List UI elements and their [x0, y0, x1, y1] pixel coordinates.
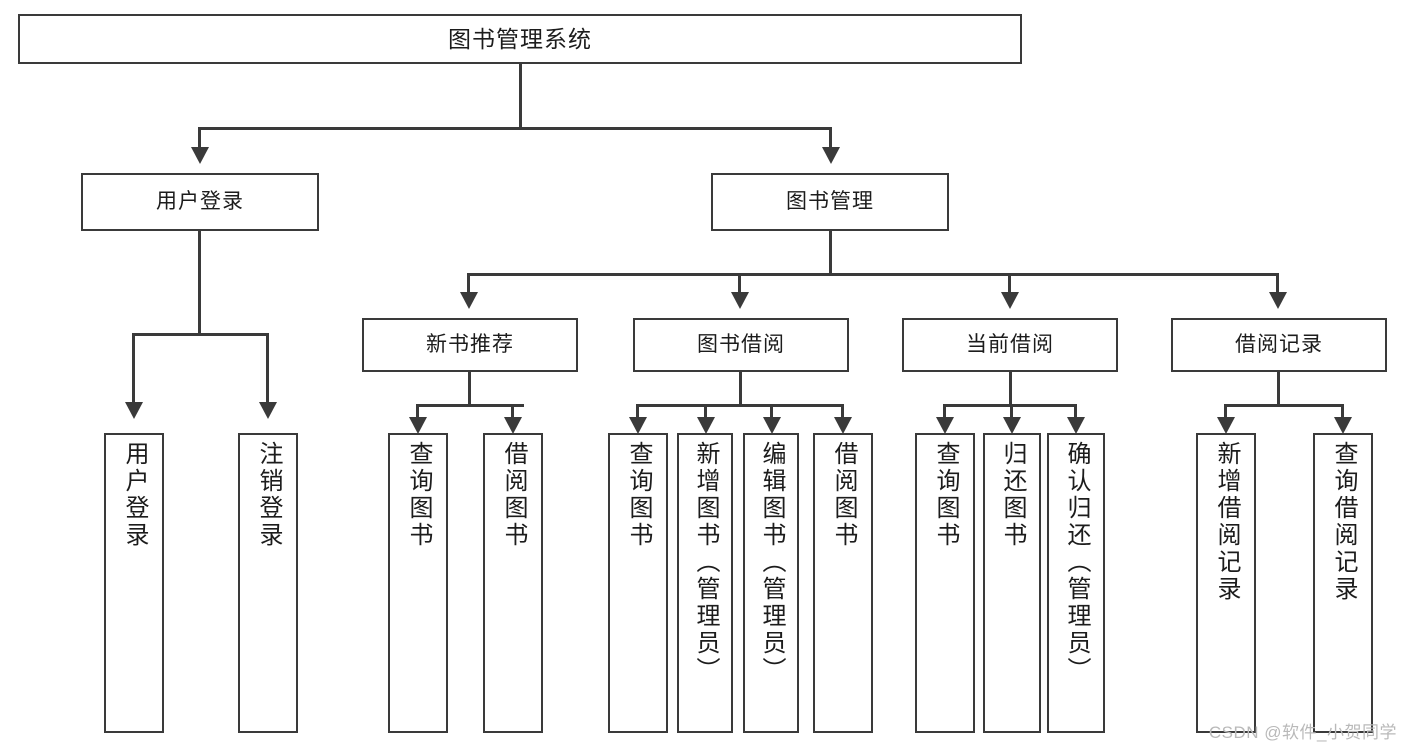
arrowhead-br-leaf1 — [1217, 417, 1235, 434]
node-label: 用户登录 — [156, 189, 244, 213]
arrowhead-leaf-user-login — [125, 402, 143, 419]
leaf-add-record[interactable]: 新增借阅记录 — [1196, 433, 1256, 733]
edge-current-borrow-stem — [1009, 372, 1012, 406]
leaf-query-book-3[interactable]: 查询图书 — [915, 433, 975, 733]
edge-user-login-bus — [132, 333, 268, 336]
edge-level2-bus — [198, 127, 832, 130]
arrowhead-new-book-rec — [460, 292, 478, 309]
leaf-edit-book-admin[interactable]: 编辑图书（管理员） — [743, 433, 799, 733]
arrowhead-current-borrow — [1001, 292, 1019, 309]
arrowhead-nbr-leaf2 — [504, 417, 522, 434]
edge-root-stem — [519, 64, 522, 129]
arrowhead-cb-leaf1 — [936, 417, 954, 434]
edge-to-leaf-user-login — [132, 333, 135, 405]
node-root-system[interactable]: 图书管理系统 — [18, 14, 1022, 64]
edge-to-leaf-logout — [266, 333, 269, 405]
arrowhead-leaf-logout — [259, 402, 277, 419]
leaf-logout[interactable]: 注销登录 — [238, 433, 298, 733]
leaf-borrow-book-2[interactable]: 借阅图书 — [813, 433, 873, 733]
edge-new-book-rec-stem — [468, 372, 471, 406]
edge-level3-bus — [467, 273, 1279, 276]
leaf-user-login[interactable]: 用户登录 — [104, 433, 164, 733]
edge-new-book-rec-bus — [416, 404, 524, 407]
arrowhead-bb-leaf3 — [763, 417, 781, 434]
arrowhead-nbr-leaf1 — [409, 417, 427, 434]
leaf-query-record[interactable]: 查询借阅记录 — [1313, 433, 1373, 733]
edge-bb-leaf1 — [636, 404, 639, 420]
leaf-query-book-2[interactable]: 查询图书 — [608, 433, 668, 733]
edge-nbr-leaf2 — [511, 404, 514, 420]
edge-cb-leaf2 — [1010, 404, 1013, 420]
edge-borrow-record-bus — [1224, 404, 1344, 407]
edge-bb-leaf3 — [770, 404, 773, 420]
node-label: 查询图书 — [931, 441, 959, 549]
node-label: 新书推荐 — [426, 332, 514, 356]
leaf-return-book[interactable]: 归还图书 — [983, 433, 1041, 733]
leaf-confirm-return-admin[interactable]: 确认归还（管理员） — [1047, 433, 1105, 733]
edge-to-book-manage — [829, 127, 832, 150]
node-label: 新增图书（管理员） — [691, 441, 719, 684]
node-book-borrow[interactable]: 图书借阅 — [633, 318, 849, 372]
arrowhead-bb-leaf1 — [629, 417, 647, 434]
edge-user-login-stem — [198, 231, 201, 335]
node-label: 新增借阅记录 — [1212, 441, 1240, 603]
node-label: 借阅图书 — [499, 441, 527, 549]
node-label: 借阅记录 — [1235, 332, 1323, 356]
edge-to-new-book-rec — [467, 273, 470, 295]
arrowhead-user-login — [191, 147, 209, 164]
leaf-query-book-1[interactable]: 查询图书 — [388, 433, 448, 733]
node-label: 图书管理系统 — [448, 25, 592, 52]
arrowhead-bb-leaf2 — [697, 417, 715, 434]
arrowhead-borrow-record — [1269, 292, 1287, 309]
edge-to-current-borrow — [1008, 273, 1011, 295]
edge-book-manage-stem — [829, 231, 832, 275]
edge-br-leaf1 — [1224, 404, 1227, 420]
node-user-login[interactable]: 用户登录 — [81, 173, 319, 231]
node-label: 确认归还（管理员） — [1062, 441, 1090, 684]
arrowhead-cb-leaf2 — [1003, 417, 1021, 434]
node-label: 查询图书 — [404, 441, 432, 549]
node-label: 查询借阅记录 — [1329, 441, 1357, 603]
node-label: 编辑图书（管理员） — [757, 441, 785, 684]
edge-book-borrow-stem — [739, 372, 742, 406]
edge-borrow-record-stem — [1277, 372, 1280, 406]
edge-to-user-login — [198, 127, 201, 150]
node-borrow-record[interactable]: 借阅记录 — [1171, 318, 1387, 372]
node-label: 当前借阅 — [966, 332, 1054, 356]
node-book-manage[interactable]: 图书管理 — [711, 173, 949, 231]
node-label: 借阅图书 — [829, 441, 857, 549]
node-label: 注销登录 — [254, 441, 282, 549]
node-label: 查询图书 — [624, 441, 652, 549]
arrowhead-book-borrow — [731, 292, 749, 309]
arrowhead-bb-leaf4 — [834, 417, 852, 434]
arrowhead-cb-leaf3 — [1067, 417, 1085, 434]
edge-to-book-borrow — [738, 273, 741, 295]
node-current-borrow[interactable]: 当前借阅 — [902, 318, 1118, 372]
node-label: 用户登录 — [120, 441, 148, 549]
node-label: 图书借阅 — [697, 332, 785, 356]
arrowhead-book-manage — [822, 147, 840, 164]
edge-bb-leaf4 — [841, 404, 844, 420]
edge-cb-leaf1 — [943, 404, 946, 420]
edge-book-borrow-bus — [636, 404, 844, 407]
leaf-add-book-admin[interactable]: 新增图书（管理员） — [677, 433, 733, 733]
edge-nbr-leaf1 — [416, 404, 419, 420]
node-new-book-rec[interactable]: 新书推荐 — [362, 318, 578, 372]
node-label: 图书管理 — [786, 189, 874, 213]
edge-bb-leaf2 — [704, 404, 707, 420]
leaf-borrow-book-1[interactable]: 借阅图书 — [483, 433, 543, 733]
edge-cb-leaf3 — [1074, 404, 1077, 420]
arrowhead-br-leaf2 — [1334, 417, 1352, 434]
edge-br-leaf2 — [1341, 404, 1344, 420]
node-label: 归还图书 — [998, 441, 1026, 549]
edge-to-borrow-record — [1276, 273, 1279, 295]
